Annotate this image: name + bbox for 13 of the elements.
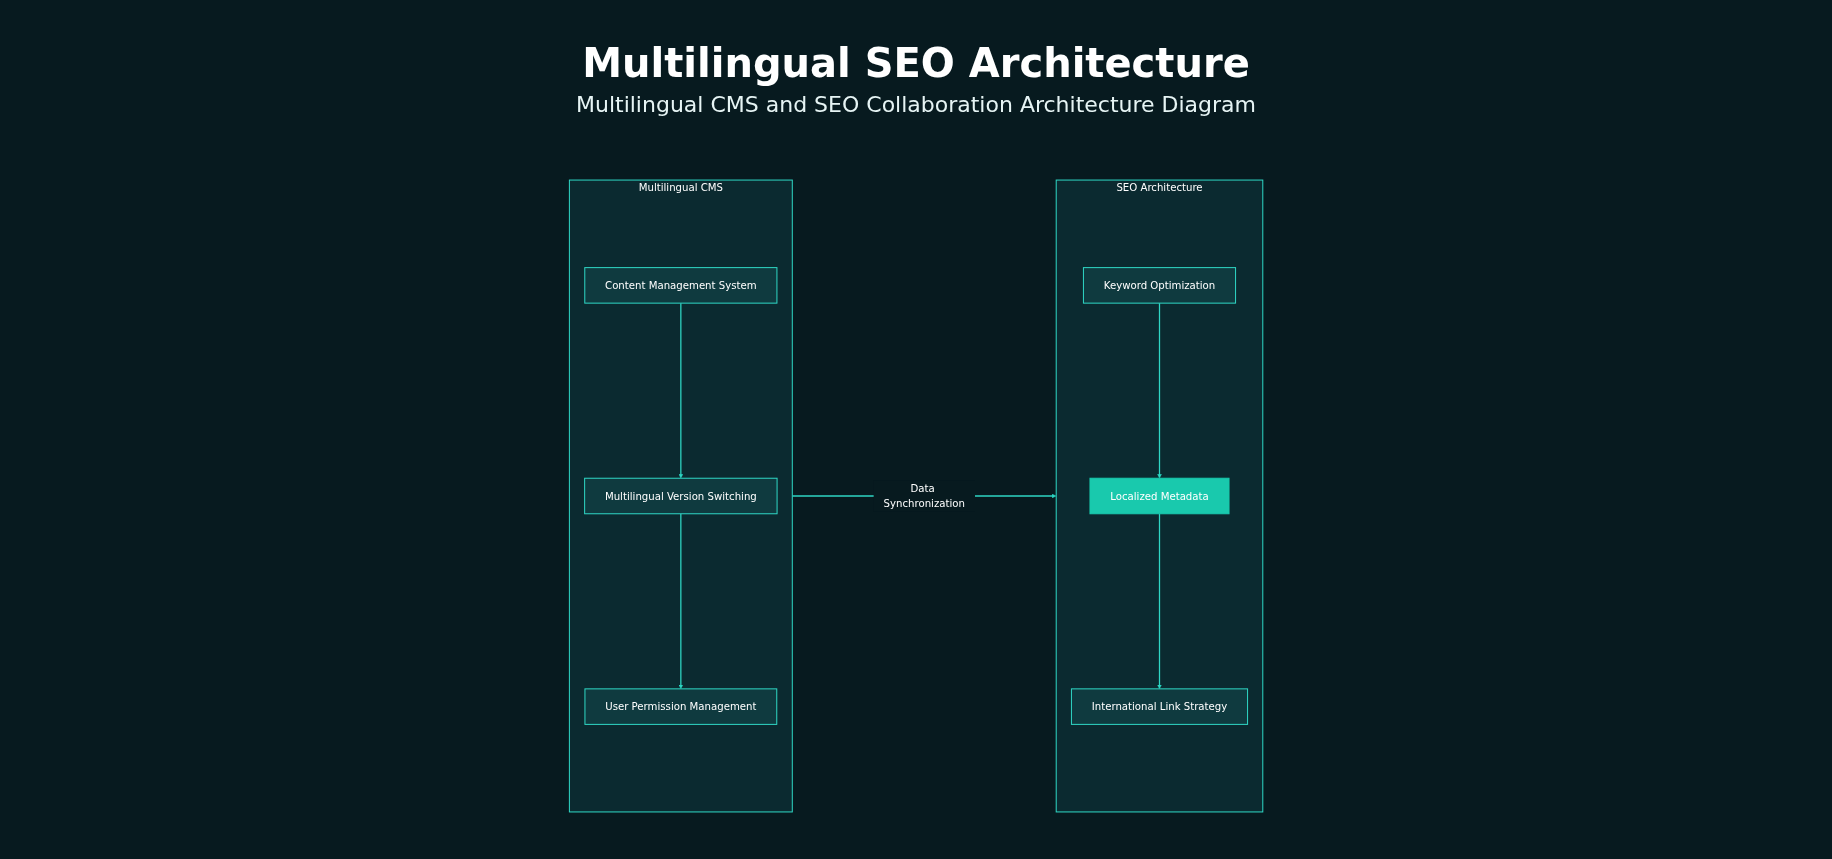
edge-label: Data Synchronization [883,482,965,510]
node-box: Localized Metadata [1089,477,1230,515]
node-box: Keyword Optimization [1082,267,1236,304]
diagram-title: Multilingual SEO Architecture [582,40,1250,86]
node-box: User Permission Management [584,688,778,725]
node-box: Multilingual Version Switching [584,477,778,515]
arrow [1157,302,1162,479]
arrow [678,513,683,690]
arrow [678,302,683,479]
node-box: Content Management System [584,267,778,304]
node-box: International Link Strategy [1070,688,1248,725]
arrow [1157,513,1162,690]
diagram-subtitle: Multilingual CMS and SEO Collaboration Architecture Diagram [575,92,1256,117]
